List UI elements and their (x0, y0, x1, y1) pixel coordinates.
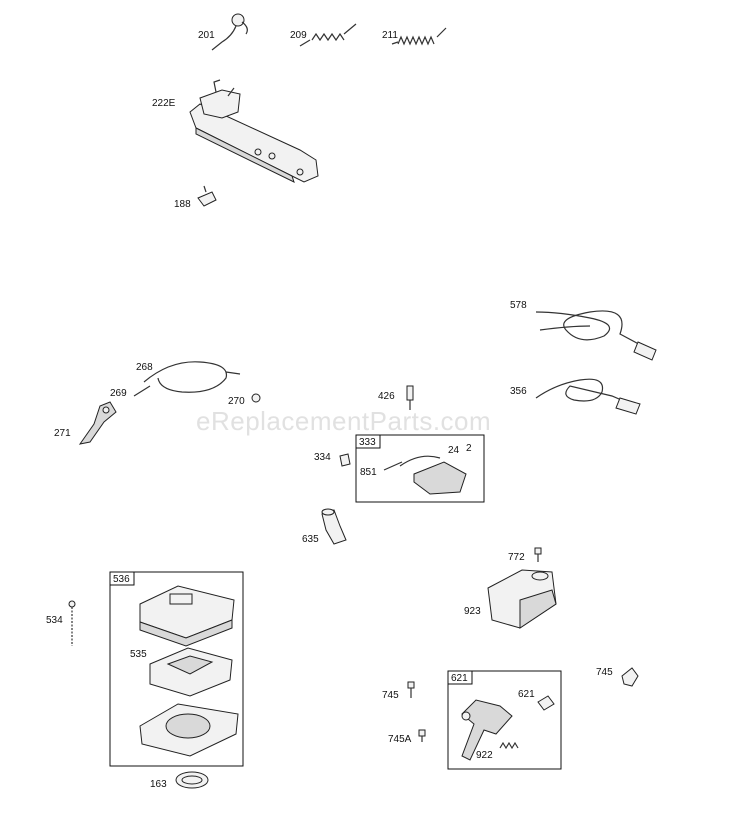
part-222e-drawing (189, 79, 319, 183)
part-label-222e[interactable]: 222E (152, 98, 176, 109)
part-label-426[interactable]: 426 (378, 391, 395, 402)
part-label-163[interactable]: 163 (150, 779, 167, 790)
part-268-drawing (143, 361, 241, 393)
part-label-772[interactable]: 772 (508, 552, 525, 563)
part-426-drawing (406, 385, 414, 410)
part-label-851[interactable]: 851 (360, 467, 377, 478)
part-label-535[interactable]: 535 (130, 649, 147, 660)
part-label-745[interactable]: 745 (382, 690, 399, 701)
part-label-925[interactable]: 923 (464, 606, 481, 617)
part-label-922[interactable]: 922 (476, 750, 493, 761)
part-label-635[interactable]: 635 (302, 534, 319, 545)
watermark: eReplacementParts.com (196, 406, 491, 436)
part-356-drawing (535, 378, 641, 415)
part-772-drawing (534, 547, 542, 562)
part-label-621[interactable]: 621 (518, 689, 535, 700)
part-334-drawing (339, 453, 351, 467)
part-label-271[interactable]: 271 (54, 428, 71, 439)
part-label-334[interactable]: 334 (314, 452, 331, 463)
part-label-201[interactable]: 201 (198, 30, 215, 41)
kit-536-frame (109, 571, 244, 767)
part-729-drawing (621, 667, 639, 687)
part-label-729[interactable]: 745 (596, 667, 613, 678)
part-925-drawing (487, 569, 557, 629)
part-745a-drawing (418, 729, 426, 742)
part-534-drawing (68, 600, 76, 646)
part-578-drawing (535, 310, 657, 361)
part-label-2[interactable]: 2 (466, 443, 472, 454)
part-label-270[interactable]: 270 (228, 396, 245, 407)
part-269-drawing (133, 385, 151, 397)
part-label-356[interactable]: 356 (510, 386, 527, 397)
part-label-923[interactable]: 621 (451, 673, 468, 684)
part-536-cover-drawing (139, 585, 235, 647)
part-label-209[interactable]: 209 (290, 30, 307, 41)
kit-923-frame (447, 670, 562, 770)
kit-923-tag (447, 670, 473, 685)
part-270-drawing (251, 393, 261, 403)
part-label-268[interactable]: 268 (136, 362, 153, 373)
part-label-536[interactable]: 536 (113, 574, 130, 585)
part-621-drawing (537, 695, 555, 711)
part-label-211[interactable]: 211 (382, 30, 398, 41)
part-201-drawing (211, 13, 248, 51)
kit-536-tag (109, 571, 135, 586)
kit-333-tag (355, 434, 381, 449)
part-271-drawing (78, 401, 117, 445)
part-label-578[interactable]: 578 (510, 300, 527, 311)
part-label-745a[interactable]: 745A (388, 734, 412, 745)
kit-333-frame (355, 434, 485, 503)
part-label-188[interactable]: 188 (174, 199, 191, 210)
part-label-24[interactable]: 24 (448, 445, 460, 456)
part-535-filter-drawing (149, 647, 233, 697)
part-333-drawing (383, 455, 467, 495)
part-188-drawing (197, 185, 217, 207)
part-745-drawing (407, 681, 415, 698)
part-label-534[interactable]: 534 (46, 615, 63, 626)
part-923-drawing (461, 699, 519, 761)
part-635-drawing (321, 508, 347, 545)
part-209-drawing (299, 23, 357, 47)
part-label-269[interactable]: 269 (110, 388, 127, 399)
part-536-base-drawing (139, 703, 239, 757)
part-211-drawing (391, 27, 447, 46)
part-163-drawing (175, 771, 209, 789)
part-label-333[interactable]: 333 (359, 437, 376, 448)
